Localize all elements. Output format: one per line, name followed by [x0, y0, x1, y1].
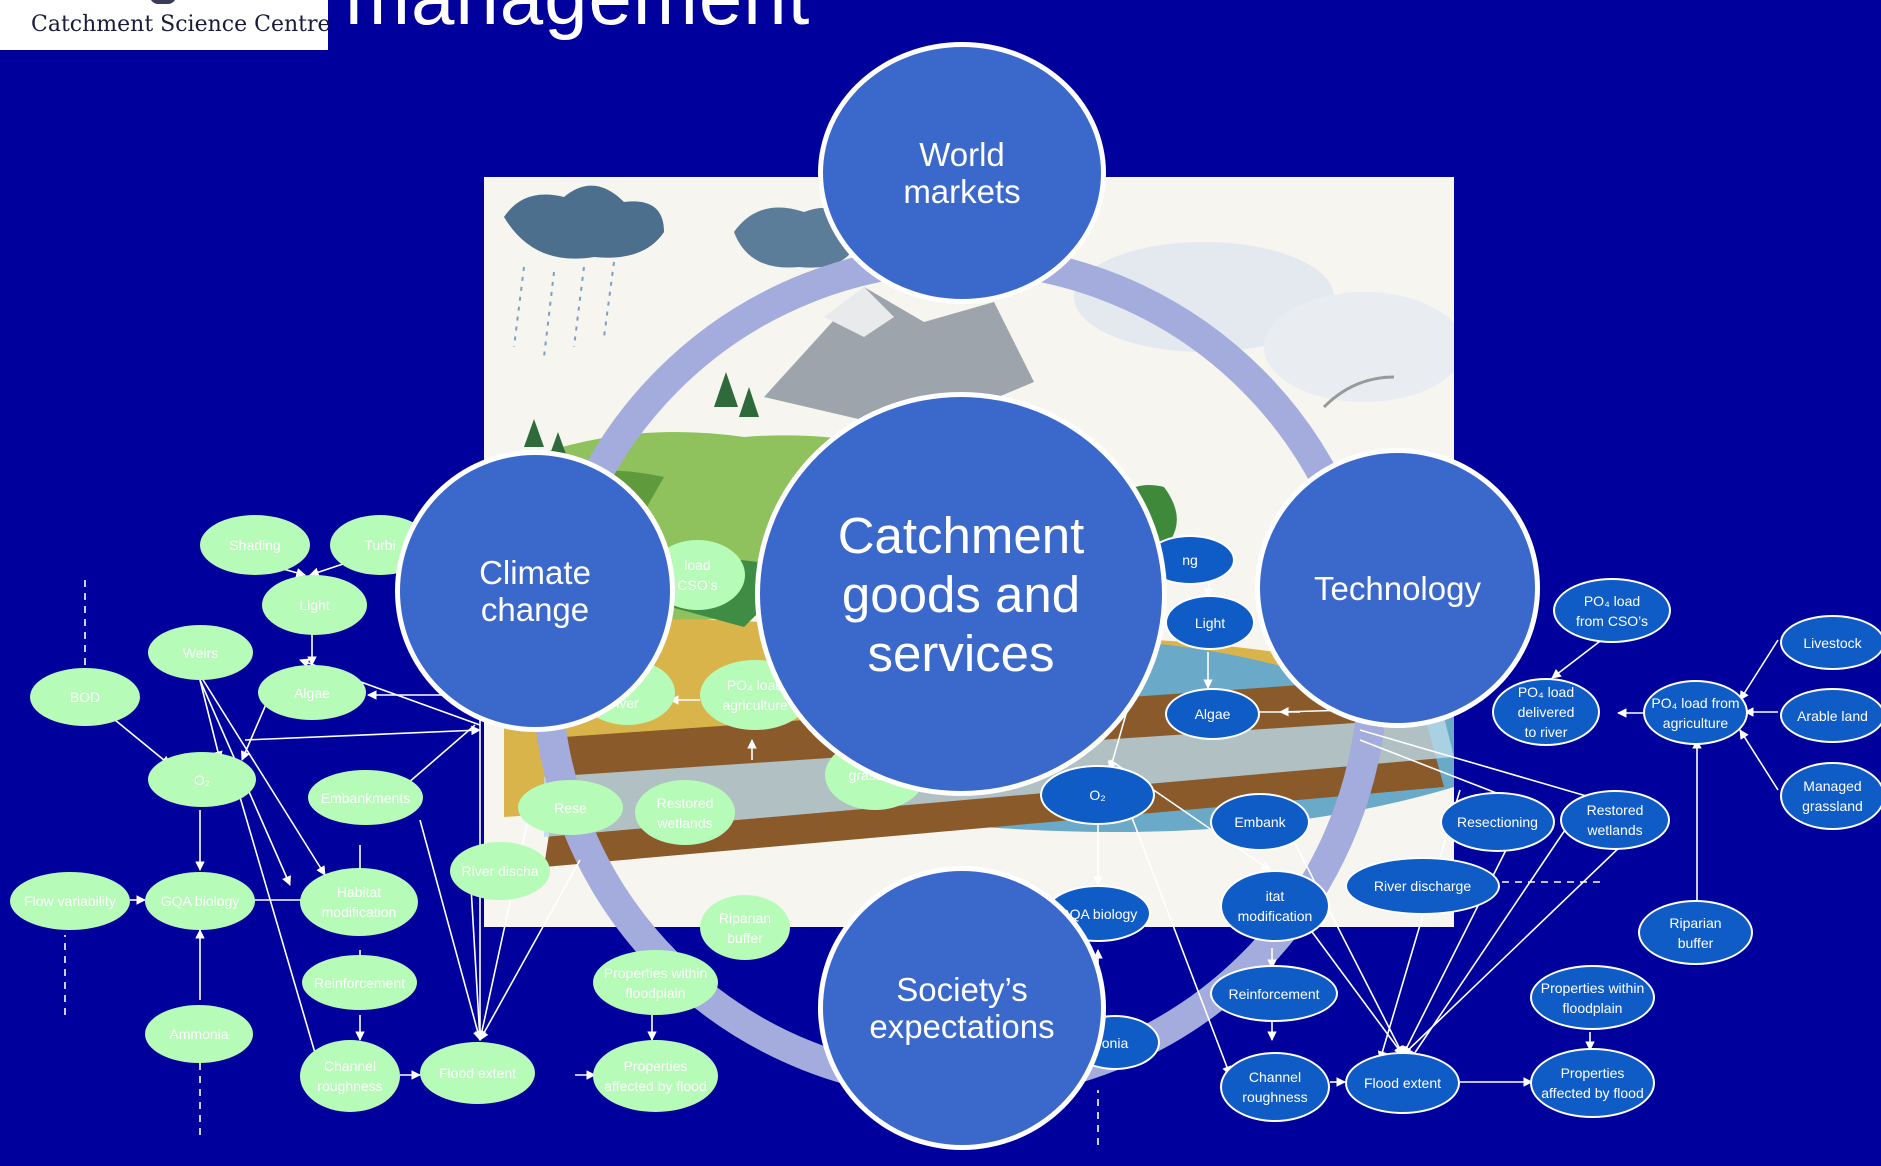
right-node-o2: O₂: [1040, 765, 1155, 825]
right-node-channel-roughness: Channel roughness: [1220, 1052, 1330, 1122]
right-node-arable-land: Arable land: [1780, 688, 1881, 743]
left-node-properties-within-floodplain: Properties within floodplain: [593, 950, 718, 1015]
left-node-channel-roughness: Channel roughness: [300, 1040, 400, 1112]
left-node-ammonia: Ammonia: [145, 1005, 253, 1063]
left-node-restored-wetlands: Restored wetlands: [635, 780, 735, 845]
right-node-livestock: Livestock: [1780, 615, 1881, 670]
left-node-weirs: Weirs: [148, 625, 253, 680]
right-node-riparian-buffer: Riparian buffer: [1638, 900, 1753, 965]
driver-society-expectations: Society’s expectations: [818, 866, 1106, 1150]
left-node-algae: Algae: [258, 665, 366, 720]
right-node-properties-within-floodplain: Properties within floodplain: [1530, 965, 1655, 1030]
left-node-light: Light: [262, 575, 367, 635]
right-node-po4-load-delivered: PO₄ load delivered to river: [1492, 678, 1600, 746]
right-node-restored-wetlands: Restored wetlands: [1560, 790, 1670, 850]
centre-catchment-goods-services: Catchment goods and services: [755, 392, 1167, 796]
right-node-light: Light: [1165, 595, 1255, 650]
logo-text: Catchment Science Centre: [31, 12, 331, 37]
left-node-habitat-modification: Habitat modification: [300, 868, 418, 936]
left-node-gqa-biology: GQA biology: [145, 872, 255, 930]
right-node-embankments: Embank: [1210, 793, 1310, 851]
right-node-river-discharge: River discharge: [1345, 857, 1500, 915]
left-node-shading: Shading: [200, 515, 310, 575]
logo: Catchment Science Centre: [0, 0, 331, 50]
right-node-resectioning: Resectioning: [1440, 792, 1555, 852]
left-node-resectioning: Rese: [518, 780, 623, 835]
logo-mark-icon: [150, 0, 176, 4]
driver-technology: Technology: [1255, 448, 1540, 728]
left-node-flow-variability: Flow variability: [10, 872, 130, 930]
left-node-embankments: Embankments: [308, 770, 423, 825]
driver-climate-change: Climate change: [395, 450, 675, 732]
right-node-algae: Algae: [1165, 688, 1260, 740]
left-node-flood-extent: Flood extent: [420, 1042, 535, 1104]
driver-world-markets: World markets: [818, 42, 1106, 304]
right-node-po4-load-agriculture: PO₄ load from agriculture: [1643, 680, 1748, 745]
left-node-riparian-buffer: Riparian buffer: [700, 895, 790, 960]
right-node-po4-load-csos: PO₄ load from CSO’s: [1553, 578, 1671, 643]
right-node-habitat-modification: itat modification: [1220, 870, 1330, 942]
right-node-properties-affected-by-flood: Properties affected by flood: [1530, 1048, 1655, 1118]
right-node-reinforcement: Reinforcement: [1210, 965, 1338, 1022]
right-node-managed-grassland: Managed grassland: [1780, 762, 1881, 830]
page-title: management: [345, 0, 810, 43]
left-node-bod: BOD: [30, 668, 140, 726]
left-node-river-discharge: River discha: [450, 842, 550, 900]
left-node-reinforcement: Reinforcement: [302, 955, 417, 1010]
left-node-properties-affected-by-flood: Properties affected by flood: [593, 1040, 718, 1112]
left-node-o2: O₂: [148, 752, 256, 807]
right-node-flood-extent: Flood extent: [1345, 1052, 1460, 1114]
